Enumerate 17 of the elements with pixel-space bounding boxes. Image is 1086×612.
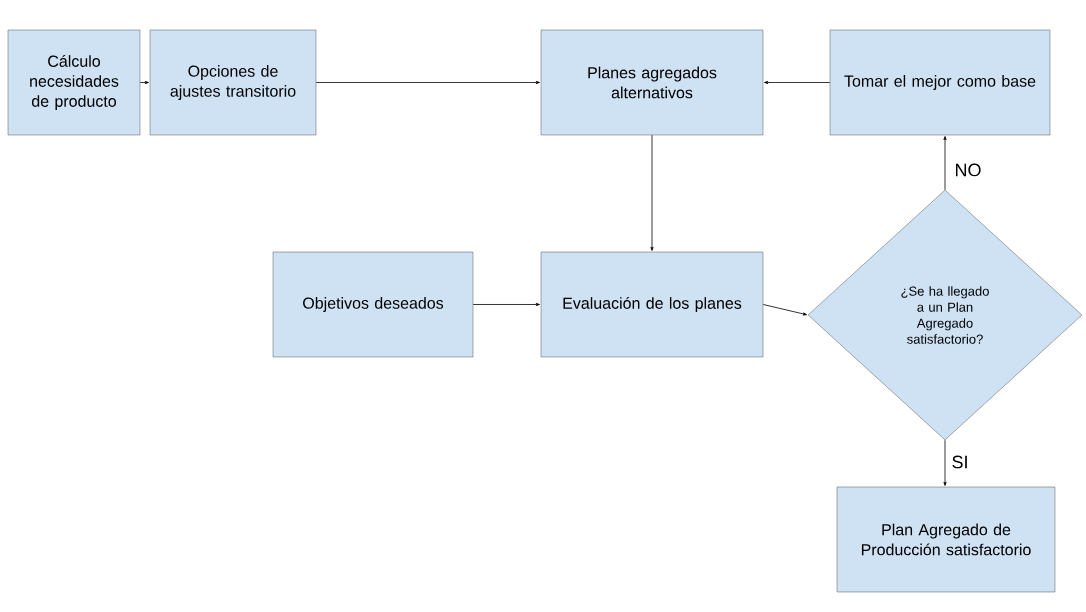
process-box: Cálculo necesidades de producto (7, 29, 141, 136)
arrow (943, 136, 947, 191)
arrow (650, 134, 654, 251)
process-box: Opciones de ajustes transitorio (149, 29, 317, 136)
process-box: Planes agregados alternativos (540, 29, 764, 136)
process-box: Plan Agregado de Producción satisfactorio (836, 486, 1056, 593)
arrow (472, 302, 540, 306)
process-box: Tomar el mejor como base (829, 29, 1051, 136)
edge-label: SI (950, 454, 970, 470)
arrow (139, 80, 149, 85)
arrow (762, 304, 807, 316)
arrow (943, 439, 947, 486)
edge-label: NO (953, 162, 983, 178)
process-box: Objetivos deseados (272, 251, 474, 358)
arrow (315, 80, 540, 85)
process-box: Evaluación de los planes (540, 251, 764, 358)
arrow (764, 80, 831, 85)
